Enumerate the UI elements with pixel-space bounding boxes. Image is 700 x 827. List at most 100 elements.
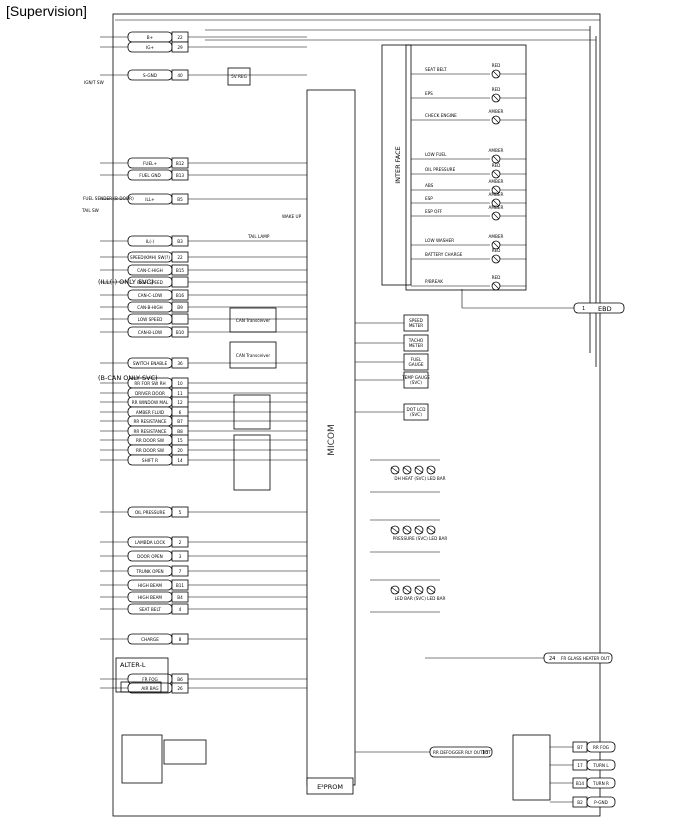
led-bar-label: DH HEAT (SVC) LED BAR (394, 476, 445, 481)
left-pin-number: 22 (177, 35, 183, 40)
turn-pin-label: RR FOG (593, 745, 609, 750)
left-pin-number: 7 (179, 569, 182, 574)
left-pin-label: SHIFT R (142, 458, 158, 463)
page-title: [Supervision] (6, 3, 87, 19)
ill-only-note: (ILL(-) ONLY SVC) (98, 278, 154, 286)
indicator-color: RED (492, 63, 501, 68)
left-pin-number: B8 (177, 429, 183, 434)
left-pin-label: LOW SPEED (138, 317, 163, 322)
left-pin-label: CAN-B-HIGH (137, 305, 162, 310)
left-pin-number: 6 (179, 410, 182, 415)
left-pin-label: SPEED(KMH) SW(?) (130, 255, 170, 260)
left-pin-connector: RR RESISTANCE B8 (100, 425, 307, 437)
indicator-label: ESP (425, 196, 433, 201)
left-pin-number: B5 (177, 197, 183, 202)
left-pin-label: FUEL+ (143, 161, 157, 166)
left-pin-label: CAN-C-LOW (138, 293, 163, 298)
indicator-label: ESP OFF (425, 209, 443, 214)
gauge-label: TEMP GAUGE(SVC) (401, 375, 430, 385)
turn-pin-number: B2 (577, 800, 583, 805)
left-pin-label: ILL+ (145, 197, 155, 202)
indicator-lamp: OIL PRESSURE RED (411, 163, 526, 179)
left-pin-label: HIGH SPEED (137, 280, 163, 285)
glass-heater-pin: 24 (549, 656, 555, 662)
left-pin-label: CAN-B-LOW (138, 330, 162, 335)
indicator-lamp: ESP OFF AMBER (411, 205, 526, 221)
left-pin-label: AIR BAG (141, 686, 158, 691)
indicator-color: RED (492, 87, 501, 92)
left-pin-connector: IG+ 29 (100, 41, 307, 53)
indicator-color: RED (492, 163, 501, 168)
indicator-panel (405, 44, 527, 291)
left-pin-label: CHARGE (141, 637, 159, 642)
indicator-lamp: EPS RED (411, 87, 526, 103)
ebd-connector: 1 EBD (573, 302, 625, 314)
indicator-color: AMBER (489, 109, 504, 114)
left-pin-number: B4 (177, 595, 183, 600)
left-pin-number: 20 (177, 448, 183, 453)
left-pin-label: S-GND (143, 73, 157, 78)
indicator-color: AMBER (489, 192, 504, 197)
tail-lamp-label: TAIL LAMP (247, 234, 270, 239)
bcan-only-note: (B-CAN ONLY SVC) (98, 374, 158, 382)
left-pin-connector: B+22 (100, 31, 307, 43)
rr-defogger-connector: RR DEFOGGER RLY OUTPUT 13 (429, 746, 493, 758)
left-pin-number: 14 (177, 458, 183, 463)
left-pin-number: 29 (177, 45, 183, 50)
indicator-label: LOW FUEL (425, 152, 447, 157)
indicator-label: OIL PRESSURE (425, 167, 456, 172)
left-pin-label: FUEL GND (139, 173, 160, 178)
gauge-box: DOT LCD(SVC) (355, 403, 429, 421)
rr-defogger-pin: 13 (482, 750, 488, 756)
left-pin-number: B13 (176, 173, 185, 178)
turn-pin-label: TURN R (592, 781, 609, 786)
indicator-color: AMBER (489, 205, 504, 210)
can-transceiver-label-2: CAN Transceiver (236, 353, 270, 358)
left-pin-number: B15 (176, 268, 185, 273)
left-pin-label: IG+ (146, 45, 154, 50)
left-pin-number: B11 (176, 583, 185, 588)
indicator-label: EPS (425, 91, 433, 96)
left-pin-label: IL(-) (146, 239, 155, 244)
indicator-label: BATTERY CHARGE (425, 252, 463, 257)
left-pin-number: 4 (179, 607, 182, 612)
left-pin-number: B10 (176, 330, 185, 335)
led-bar-group: PRESSURE (SVC) LED BAR (370, 519, 447, 553)
left-pin-connector: SHIFT R 14 (100, 454, 307, 466)
left-pin-label: RR RESISTANCE (133, 429, 166, 434)
ign-sw-label: IGN/T SW (84, 80, 104, 85)
left-pin-number: 5 (179, 510, 182, 515)
left-pin-number: 11 (177, 391, 183, 396)
indicator-color: RED (492, 275, 501, 280)
left-pin-label: DRIVER DOOR (135, 391, 165, 396)
gauge-label: DOT LCD(SVC) (407, 407, 426, 417)
indicator-lamp: ESP AMBER (411, 192, 526, 208)
left-pin-connector: IL(-)B3 (100, 235, 307, 247)
